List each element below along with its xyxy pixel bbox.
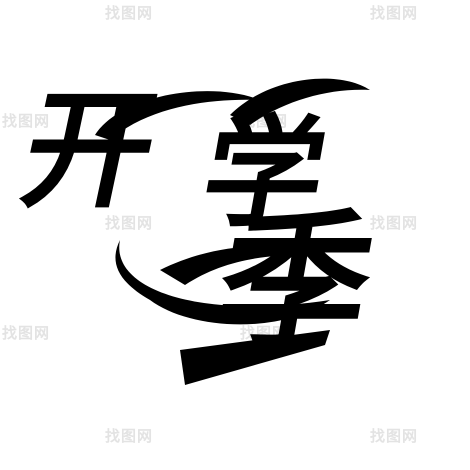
- character-xue: 学: [192, 104, 337, 244]
- character-kai: 开: [10, 76, 170, 225]
- character-ji: 季: [205, 196, 386, 371]
- swoosh-strokes: [95, 78, 370, 385]
